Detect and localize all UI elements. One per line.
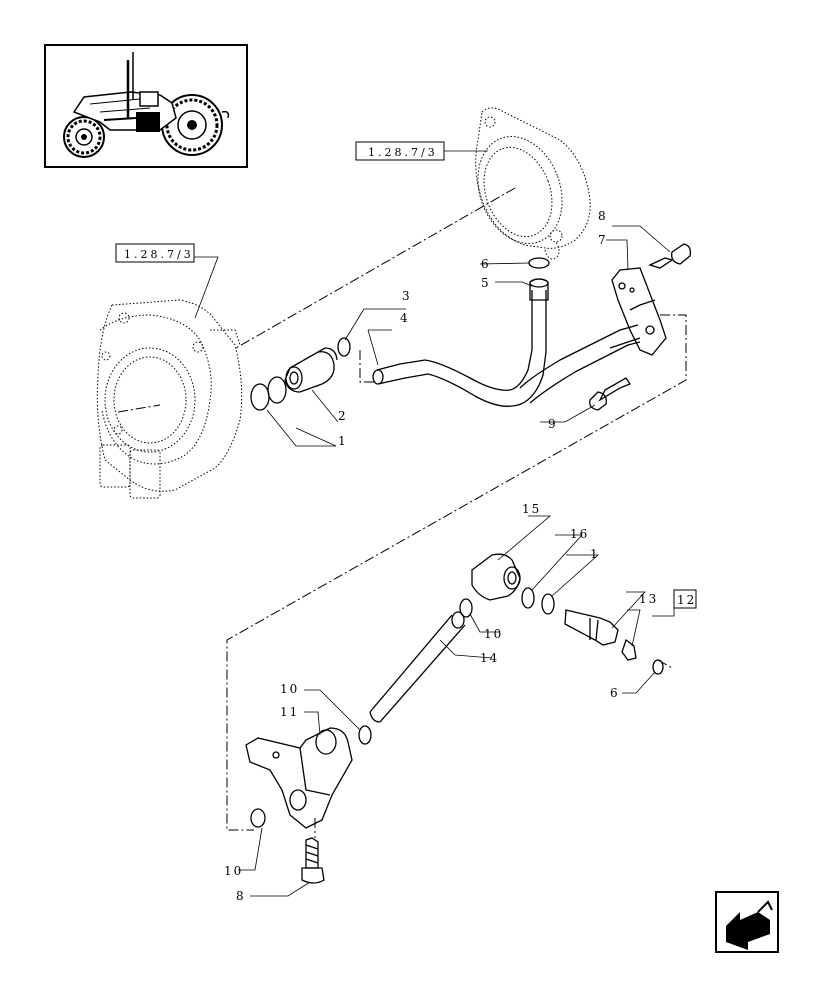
callout-5: 5 <box>481 276 491 290</box>
callout-10-left: 10 <box>280 682 299 696</box>
reference-box-12: 12 <box>673 589 697 609</box>
reference-label-upper: 1.28.7/3 <box>368 146 438 159</box>
reference-box-upper: 1.28.7/3 <box>355 141 488 161</box>
callout-8-upper: 8 <box>598 209 608 223</box>
callout-4: 4 <box>400 311 410 325</box>
callout-16: 16 <box>570 527 589 541</box>
callout-8-lower: 8 <box>236 889 246 903</box>
callout-11: 11 <box>280 705 299 719</box>
callout-2: 2 <box>338 409 348 423</box>
callout-14: 14 <box>480 651 499 665</box>
reference-label-left: 1.28.7/3 <box>124 248 194 261</box>
callout-6-upper: 6 <box>481 257 491 271</box>
callout-10-right: 10 <box>484 627 503 641</box>
reference-label-12: 12 <box>677 593 696 607</box>
callout-1-upper: 1 <box>338 434 348 448</box>
callout-7: 7 <box>598 233 608 247</box>
callout-10-bottom: 10 <box>224 864 243 878</box>
assembly-chain-lines <box>117 187 687 838</box>
leader-lines <box>238 225 675 897</box>
callout-3: 3 <box>402 289 412 303</box>
tractor-thumbnail-icon <box>44 44 248 168</box>
callout-1-lower: 1 <box>590 547 600 561</box>
left-flange-housing <box>96 299 243 499</box>
callout-6-lower: 6 <box>610 686 620 700</box>
upper-pipe-assembly <box>250 243 692 411</box>
callout-9: 9 <box>548 417 558 431</box>
callout-13: 13 <box>639 592 658 606</box>
callout-15: 15 <box>522 502 541 516</box>
callout-labels: 1 2 3 4 5 6 7 8 9 15 16 1 13 10 14 6 10 … <box>224 209 658 903</box>
previous-page-arrow-icon[interactable] <box>715 891 779 953</box>
upper-flange-housing <box>475 107 591 260</box>
lower-pipe-assembly <box>245 553 664 884</box>
reference-box-left: 1.28.7/3 <box>115 243 219 319</box>
